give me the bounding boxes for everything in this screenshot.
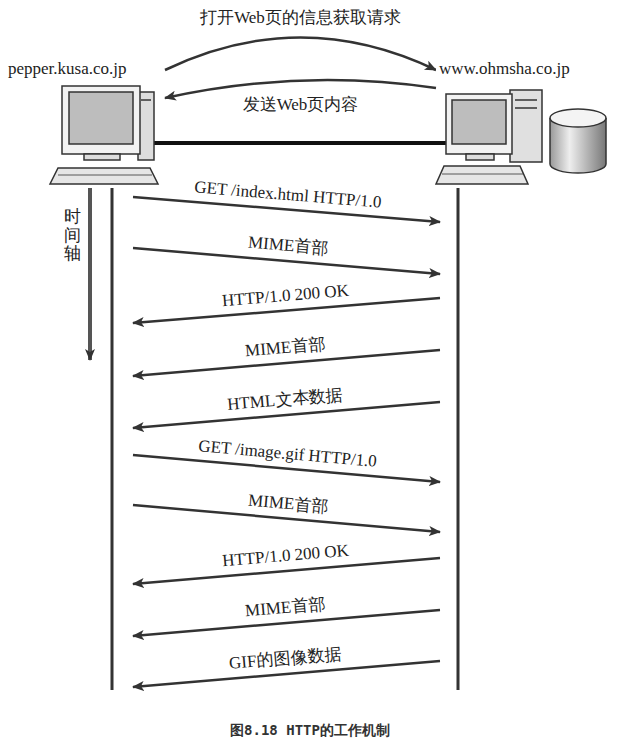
message-arrows (133, 197, 440, 687)
message-label: GET /image.gif HTTP/1.0 (196, 436, 380, 472)
message-label: MIME首部 (242, 595, 328, 622)
client-timeline (111, 188, 114, 690)
client-computer (50, 86, 158, 184)
server-timeline (457, 188, 460, 690)
host-name: www.ohmsha.co.jp (436, 58, 570, 80)
network-line (150, 141, 448, 145)
request-arrow (165, 38, 436, 71)
computer-node: pepper.kusa.co.jp (5, 58, 165, 188)
message-label: GET /index.html HTTP/1.0 (191, 177, 384, 213)
time-axis-label: 时间轴 (62, 208, 83, 264)
host-name: pepper.kusa.co.jp (5, 58, 127, 80)
server-computer (436, 90, 542, 184)
edge-label: 发送Web页内容 (241, 95, 361, 115)
database-cylinder (550, 109, 606, 173)
message-label: MIME首部 (245, 233, 331, 260)
figure-caption: 图8.18 HTTP的工作机制 (230, 722, 390, 740)
edge-label: 打开Web页的信息获取请求 (198, 8, 403, 28)
time-axis-arrow (88, 188, 92, 360)
message-label: MIME首部 (242, 335, 328, 362)
message-label: MIME首部 (245, 490, 331, 517)
computer-node: www.ohmsha.co.jp (436, 58, 614, 188)
